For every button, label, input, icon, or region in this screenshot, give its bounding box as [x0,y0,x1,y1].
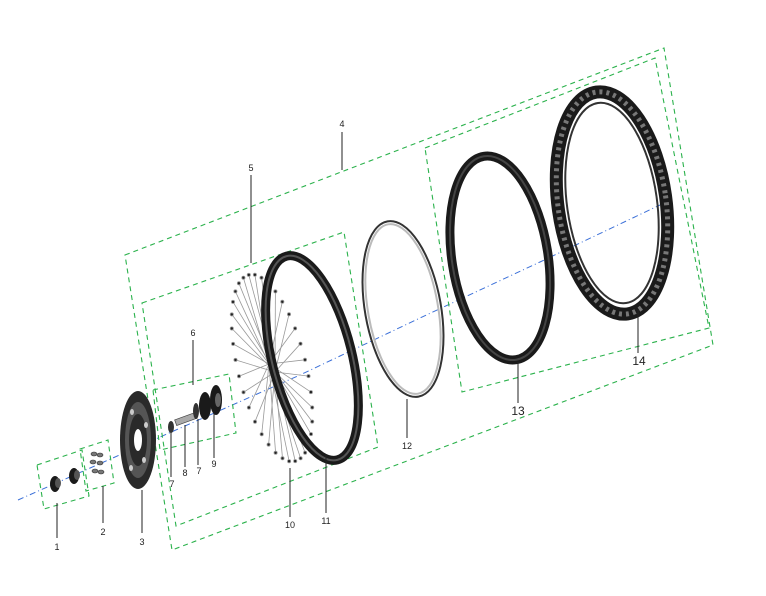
spoke [261,363,270,435]
spoke-nipple [252,419,257,424]
spoke-nipple [273,289,278,294]
spoke-nipple [286,312,291,317]
rim-part [261,251,363,465]
spoke [274,314,290,373]
leader-lines [56,132,639,538]
spoke [248,363,270,408]
group-box-tyre-set [424,57,710,393]
group-box-4-wheel-assembly [124,47,714,551]
group-box-6-hub [152,373,237,451]
spoke-nipple [293,459,298,464]
callout-4: 4 [339,119,344,129]
spoke [254,371,276,422]
callout-13: 13 [511,404,525,418]
spoke [235,291,270,365]
spoke [243,371,276,393]
spoke-nipple [231,341,236,346]
spoke [231,328,276,373]
callout-7b: 7 [196,466,201,476]
spoke-nipple [236,374,241,379]
brake-disc-part [120,391,156,489]
callout-5: 5 [248,163,253,173]
spoke-nipple [303,450,308,455]
spoke [268,363,276,453]
spoke-nipple [259,432,264,437]
spoke-nipple [293,326,298,331]
spoke-nipple [241,390,246,395]
inner-tube-part [445,151,555,365]
callout-7a: 7 [169,479,174,489]
callout-3: 3 [139,537,144,547]
spoke-nipple [273,450,278,455]
spoke-nipple [236,281,241,286]
spoke-nipple [229,312,234,317]
callout-9: 9 [211,459,216,469]
spoke-nipple [230,299,235,304]
spoke-nipple [266,442,271,447]
spoke-nipple [259,275,264,280]
callout-6: 6 [190,328,195,338]
spoke-nipple [280,456,285,461]
spoke-nipple [233,357,238,362]
spoke-nipple [246,405,251,410]
spoke [274,371,313,408]
spoke-nipple [287,459,292,464]
callout-11: 11 [321,516,330,526]
spoke-nipple [306,374,311,379]
spoke [274,371,309,377]
spoke-nipple [298,456,303,461]
spoke [274,343,301,373]
spoke-nipple [310,419,315,424]
spoke [238,363,270,377]
callout-2: 2 [100,527,105,537]
spoke [231,314,270,365]
callout-8: 8 [182,468,187,478]
group-box-1-nuts [36,449,90,510]
spoke-nipple [233,289,238,294]
spoke-nipple [252,272,257,277]
tyre-part [549,85,675,321]
spoke-nipple [308,432,313,437]
disc-bolts-part [89,451,105,475]
rim-band-part [361,220,445,398]
spoke-nipple [280,299,285,304]
axle-spacer-part [50,468,80,492]
spoke [235,359,276,373]
spoke-nipple [246,272,251,277]
callout-1: 1 [54,542,59,552]
spoke-nipple [241,275,246,280]
group-box-5-spoked-rim [141,231,379,527]
spoke [232,343,270,365]
spoke-nipple [298,341,303,346]
callout-14: 14 [632,354,646,368]
spoke-nipple [310,405,315,410]
hub-assembly-part [168,385,222,433]
callout-12: 12 [402,441,412,451]
callout-10: 10 [285,520,295,530]
group-box-2-bolts [79,439,115,492]
spoke-nipple [308,390,313,395]
spoke-nipple [302,357,307,362]
spoke-nipple [229,326,234,331]
